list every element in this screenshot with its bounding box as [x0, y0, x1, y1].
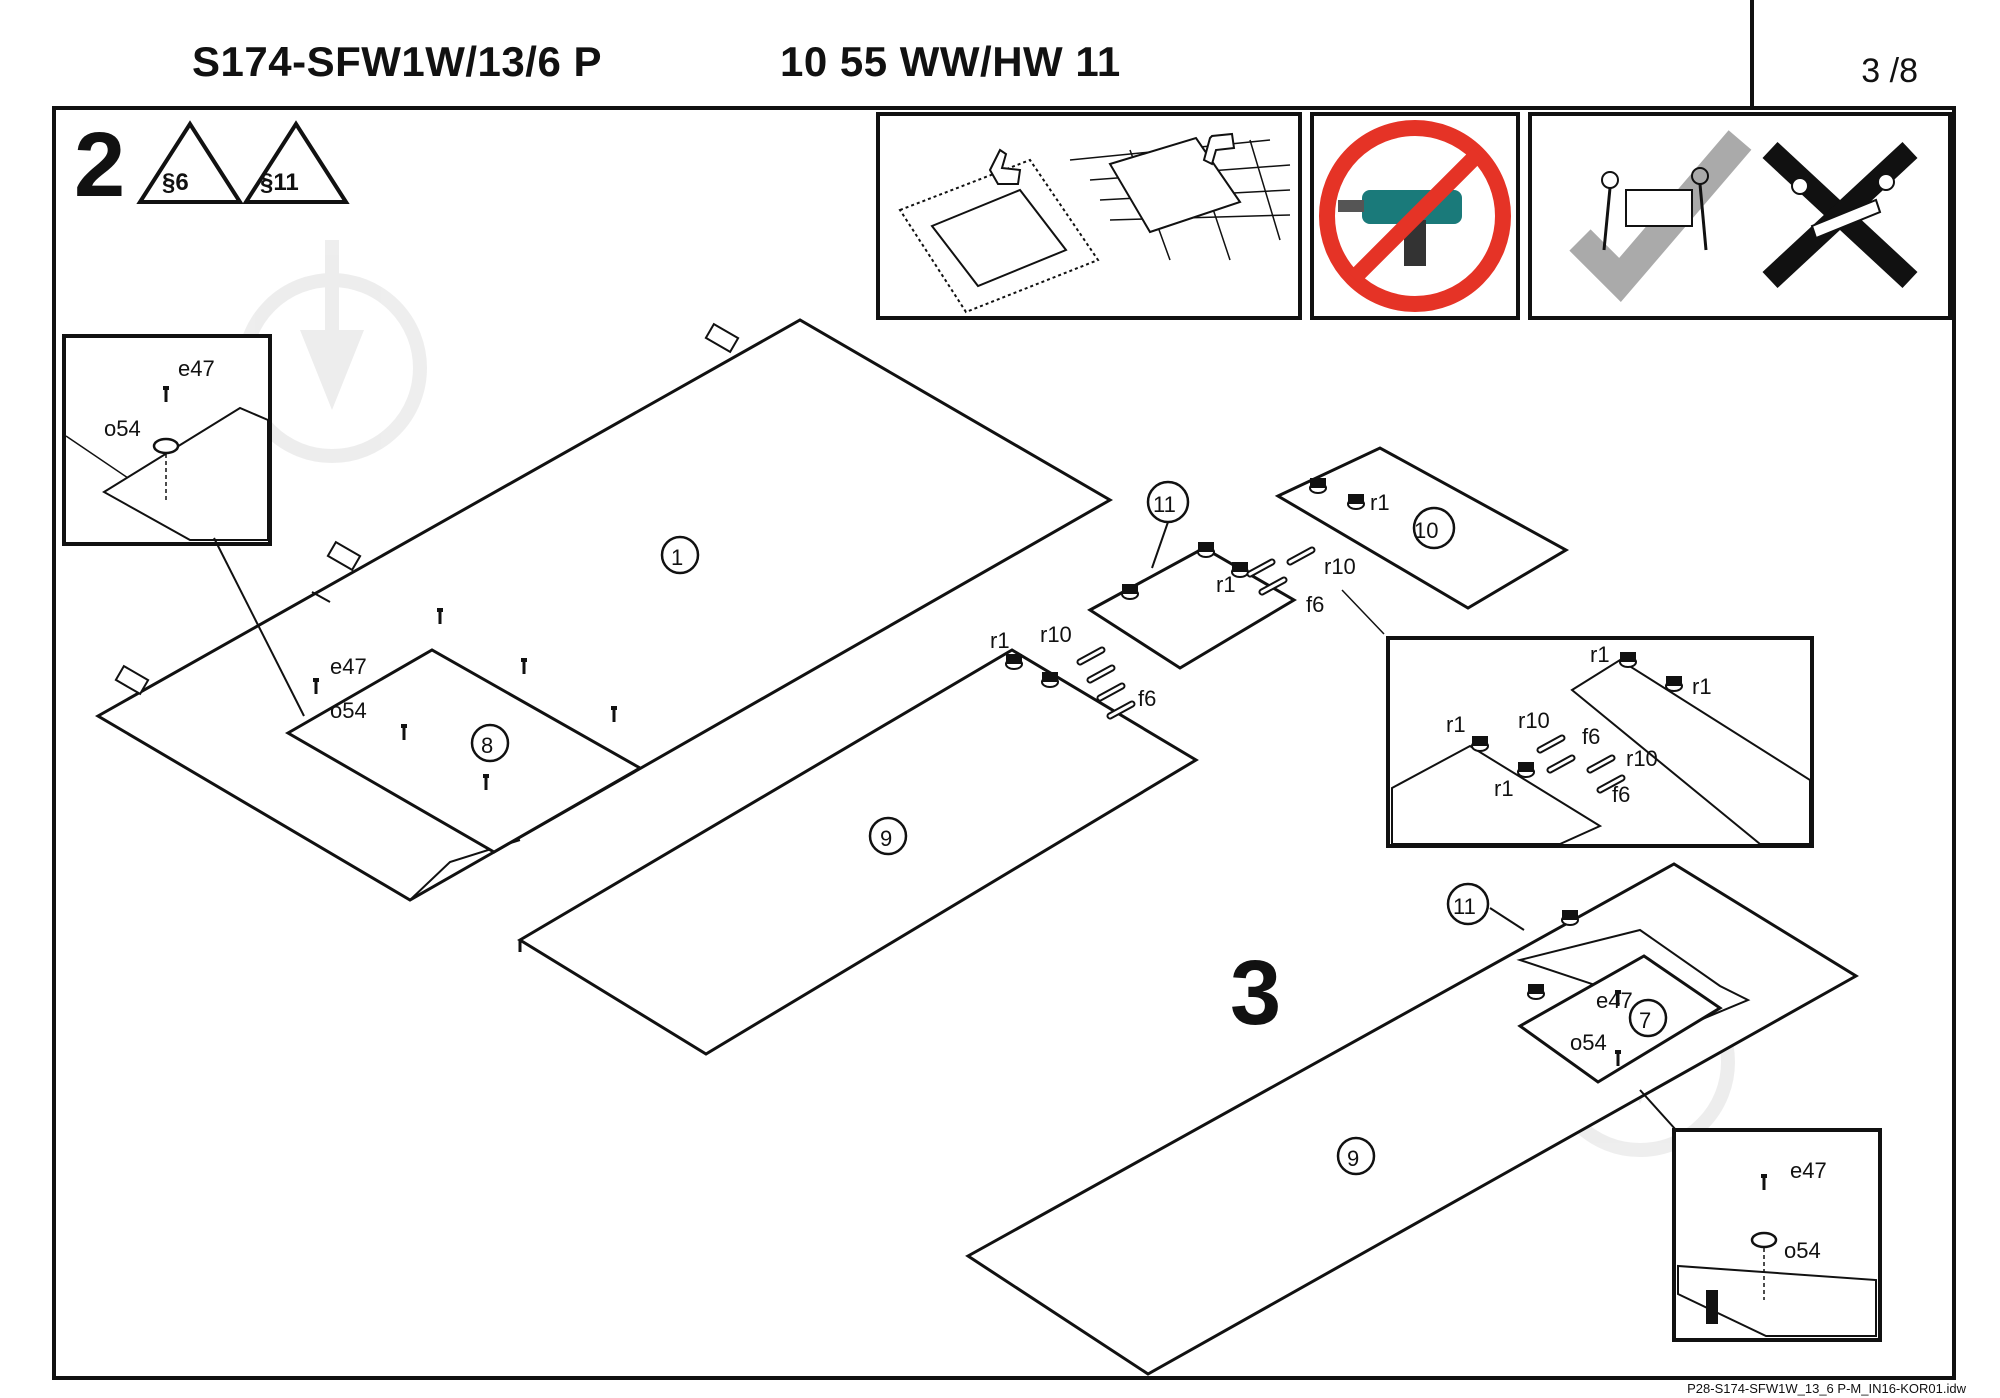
- hardware-label-r1: r1: [1590, 642, 1610, 667]
- hardware-label-o54: o54: [104, 416, 141, 441]
- hardware-label-e47: e47: [1790, 1158, 1827, 1183]
- page-number: 3 /8: [1861, 52, 1918, 90]
- step-number-3: 3: [1230, 942, 1281, 1044]
- no-drill-panel: [1310, 112, 1520, 320]
- hardware-label-o54: o54: [1570, 1030, 1607, 1055]
- hardware-label-r1: r1: [1370, 490, 1390, 515]
- part-label-11: 11: [1153, 492, 1176, 517]
- hardware-label-r1: r1: [990, 628, 1010, 653]
- carry-allowed-icon: [1569, 130, 1752, 303]
- hardware-label-r10: r10: [1040, 622, 1072, 647]
- part-label-11: 11: [1453, 894, 1476, 919]
- part-label-9: 9: [880, 826, 892, 851]
- step3-assembly: 7 9 11 e47 o54: [965, 862, 1859, 1376]
- no-drill-icon: [1319, 120, 1511, 312]
- hardware-label-f6: f6: [1612, 782, 1630, 807]
- hinge-icon: [114, 322, 740, 696]
- part-9-panel-step2: 9 r1 r10 f6: [517, 622, 1199, 1056]
- step-number-2: 2: [74, 114, 125, 216]
- footer-filename: P28-S174-SFW1W_13_6 P-M_IN16-KOR01.idw: [1687, 1381, 1966, 1396]
- carry-panel: [1528, 112, 1952, 320]
- header-divider: [1750, 0, 1754, 106]
- part-label-7: 7: [1639, 1008, 1651, 1033]
- carry-forbidden-icon: [1762, 141, 1918, 289]
- surface-instruction-panel: [876, 112, 1302, 320]
- hardware-label-f6: f6: [1306, 592, 1324, 617]
- hardware-label-f6: f6: [1138, 686, 1156, 711]
- hardware-label-r1: r1: [1216, 572, 1236, 597]
- warning-badge-6: §6: [136, 120, 244, 204]
- hardware-label-o54: o54: [330, 698, 367, 723]
- part-label-9: 9: [1347, 1146, 1359, 1171]
- part-label-8: 8: [481, 733, 493, 758]
- detail-inset-hinge-screw: e47 o54: [62, 334, 305, 717]
- hardware-label-e47: e47: [1596, 988, 1633, 1013]
- badge-label: §6: [162, 169, 189, 196]
- hardware-label-o54: o54: [1784, 1238, 1821, 1263]
- detail-inset-cam-dowel: r1 r1 r1 r1 r10 r10 f6 f6: [1386, 636, 1814, 848]
- part-11-panel: 11 r1 r10 f6: [1087, 480, 1356, 670]
- hardware-label-e47: e47: [178, 356, 215, 381]
- thumbs-up-icon: [988, 148, 1022, 185]
- badge-label: §11: [260, 169, 299, 196]
- hardware-label-r1: r1: [1446, 712, 1466, 737]
- hardware-label-r10: r10: [1324, 554, 1356, 579]
- thumbs-down-icon: [1202, 132, 1236, 166]
- detail-inset-step3: e47 o54: [1672, 1128, 1882, 1342]
- hardware-label-r10: r10: [1518, 708, 1550, 733]
- warning-badge-11: §11: [242, 120, 350, 204]
- model-code: S174-SFW1W/13/6 P: [192, 38, 602, 85]
- hardware-label-r1: r1: [1494, 776, 1514, 801]
- hardware-label-e47: e47: [330, 654, 367, 679]
- diagram-frame: [52, 106, 1956, 1380]
- part-1-panel: 8 1 e47 o54: [94, 318, 1114, 902]
- hardware-label-r1: r1: [1692, 674, 1712, 699]
- hardware-label-f6: f6: [1582, 724, 1600, 749]
- part-label-10: 10: [1414, 518, 1438, 543]
- part-10-panel: 10 r1: [1274, 446, 1570, 635]
- hardware-label-r10: r10: [1626, 746, 1658, 771]
- color-code: 10 55 WW/HW 11: [780, 38, 1121, 85]
- part-label-1: 1: [671, 545, 683, 570]
